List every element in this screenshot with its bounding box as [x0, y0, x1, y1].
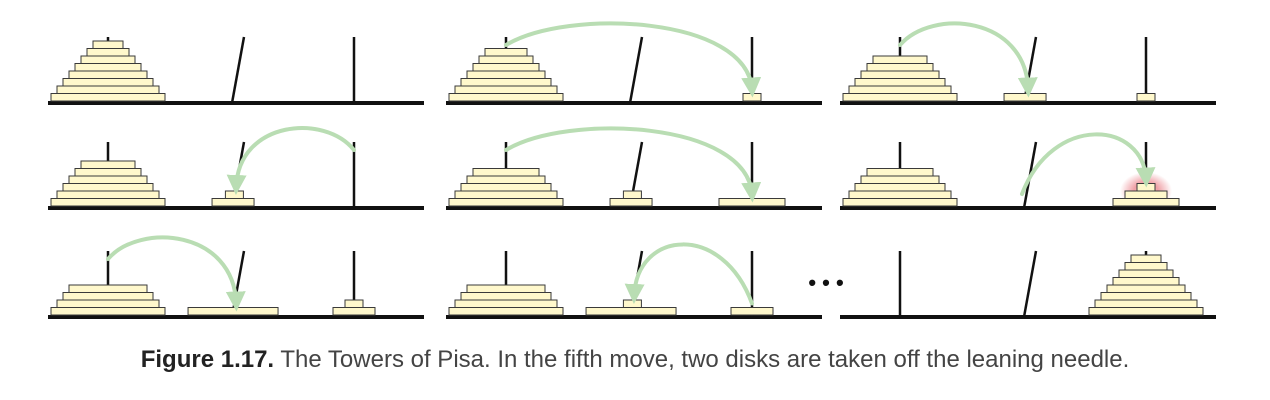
leaning-needle: [230, 36, 246, 104]
disk: [478, 55, 534, 64]
disk: [854, 78, 946, 87]
disk: [80, 55, 136, 64]
disk: [56, 299, 160, 308]
disk: [872, 55, 928, 64]
disk: [68, 70, 148, 79]
disk: [585, 307, 677, 316]
disk: [866, 63, 934, 72]
disk: [1112, 277, 1180, 286]
disk: [56, 190, 160, 199]
move-arrow: [106, 235, 246, 312]
disk: [848, 190, 952, 199]
leaning-needle: [628, 36, 644, 104]
disk: [86, 48, 130, 57]
disk: [448, 307, 564, 316]
disk: [187, 307, 279, 316]
disk: [74, 63, 142, 72]
disk: [1118, 269, 1174, 278]
disk: [62, 292, 154, 301]
disk: [622, 190, 642, 199]
disk: [742, 93, 762, 102]
disk: [1094, 299, 1198, 308]
disk: [68, 175, 148, 184]
disk: [1003, 93, 1047, 102]
disk: [332, 307, 376, 316]
disk: [466, 284, 546, 293]
disk: [472, 63, 540, 72]
disk: [1130, 254, 1162, 263]
disk: [1136, 183, 1156, 192]
disk: [472, 168, 540, 177]
panel-initial: [48, 36, 424, 105]
panel-move-7: [446, 242, 822, 319]
caption-text: The Towers of Pisa. In the fifth move, t…: [274, 346, 1130, 373]
disk: [460, 78, 552, 87]
disk: [454, 299, 558, 308]
disk: [56, 85, 160, 94]
disk: [344, 299, 364, 308]
disk: [860, 70, 940, 79]
disk: [448, 198, 564, 207]
disk: [448, 93, 564, 102]
towers-of-pisa-diagram: • • •: [48, 21, 1216, 319]
disk: [842, 198, 958, 207]
caption-label: Figure 1.17.: [140, 346, 275, 373]
disk: [1106, 284, 1186, 293]
disk: [718, 198, 786, 207]
disk: [1112, 198, 1180, 207]
disk: [484, 48, 528, 57]
move-arrow: [624, 242, 754, 306]
disk: [730, 307, 774, 316]
disk: [50, 93, 166, 102]
disk: [466, 70, 546, 79]
disk: [460, 183, 552, 192]
ellipsis: • • •: [808, 270, 843, 295]
panel-final: [840, 250, 1216, 319]
disk: [854, 183, 946, 192]
disk: [866, 168, 934, 177]
disk: [1124, 262, 1168, 271]
move-arrow: [226, 126, 356, 195]
disk: [224, 190, 244, 199]
disk: [74, 168, 142, 177]
disk: [62, 78, 154, 87]
move-arrow: [504, 21, 762, 98]
disk: [1124, 190, 1168, 199]
panel-move-4: [446, 126, 822, 210]
disk: [454, 85, 558, 94]
disk: [50, 198, 166, 207]
move-arrow: [898, 21, 1038, 98]
disk: [80, 160, 136, 169]
panels: [48, 21, 1216, 319]
panel-move-1: [446, 21, 822, 105]
panel-move-6: [48, 235, 424, 319]
disk: [622, 299, 642, 308]
disk: [460, 292, 552, 301]
disk: [62, 183, 154, 192]
panel-move-2: [840, 21, 1216, 105]
leaning-needle: [1022, 250, 1038, 318]
disk: [609, 198, 653, 207]
figure-caption: Figure 1.17. The Towers of Pisa. In the …: [0, 346, 1270, 374]
disk: [1088, 307, 1204, 316]
move-arrow: [504, 126, 762, 203]
disk: [848, 85, 952, 94]
disk: [842, 93, 958, 102]
move-arrow: [1020, 132, 1156, 196]
disk: [1136, 93, 1156, 102]
disk: [466, 175, 546, 184]
disk: [50, 307, 166, 316]
disk: [860, 175, 940, 184]
disk: [454, 190, 558, 199]
disk: [92, 40, 124, 49]
disk: [68, 284, 148, 293]
disk: [1100, 292, 1192, 301]
panel-move-3: [48, 126, 424, 210]
panel-move-5: [840, 132, 1216, 210]
disk: [211, 198, 255, 207]
